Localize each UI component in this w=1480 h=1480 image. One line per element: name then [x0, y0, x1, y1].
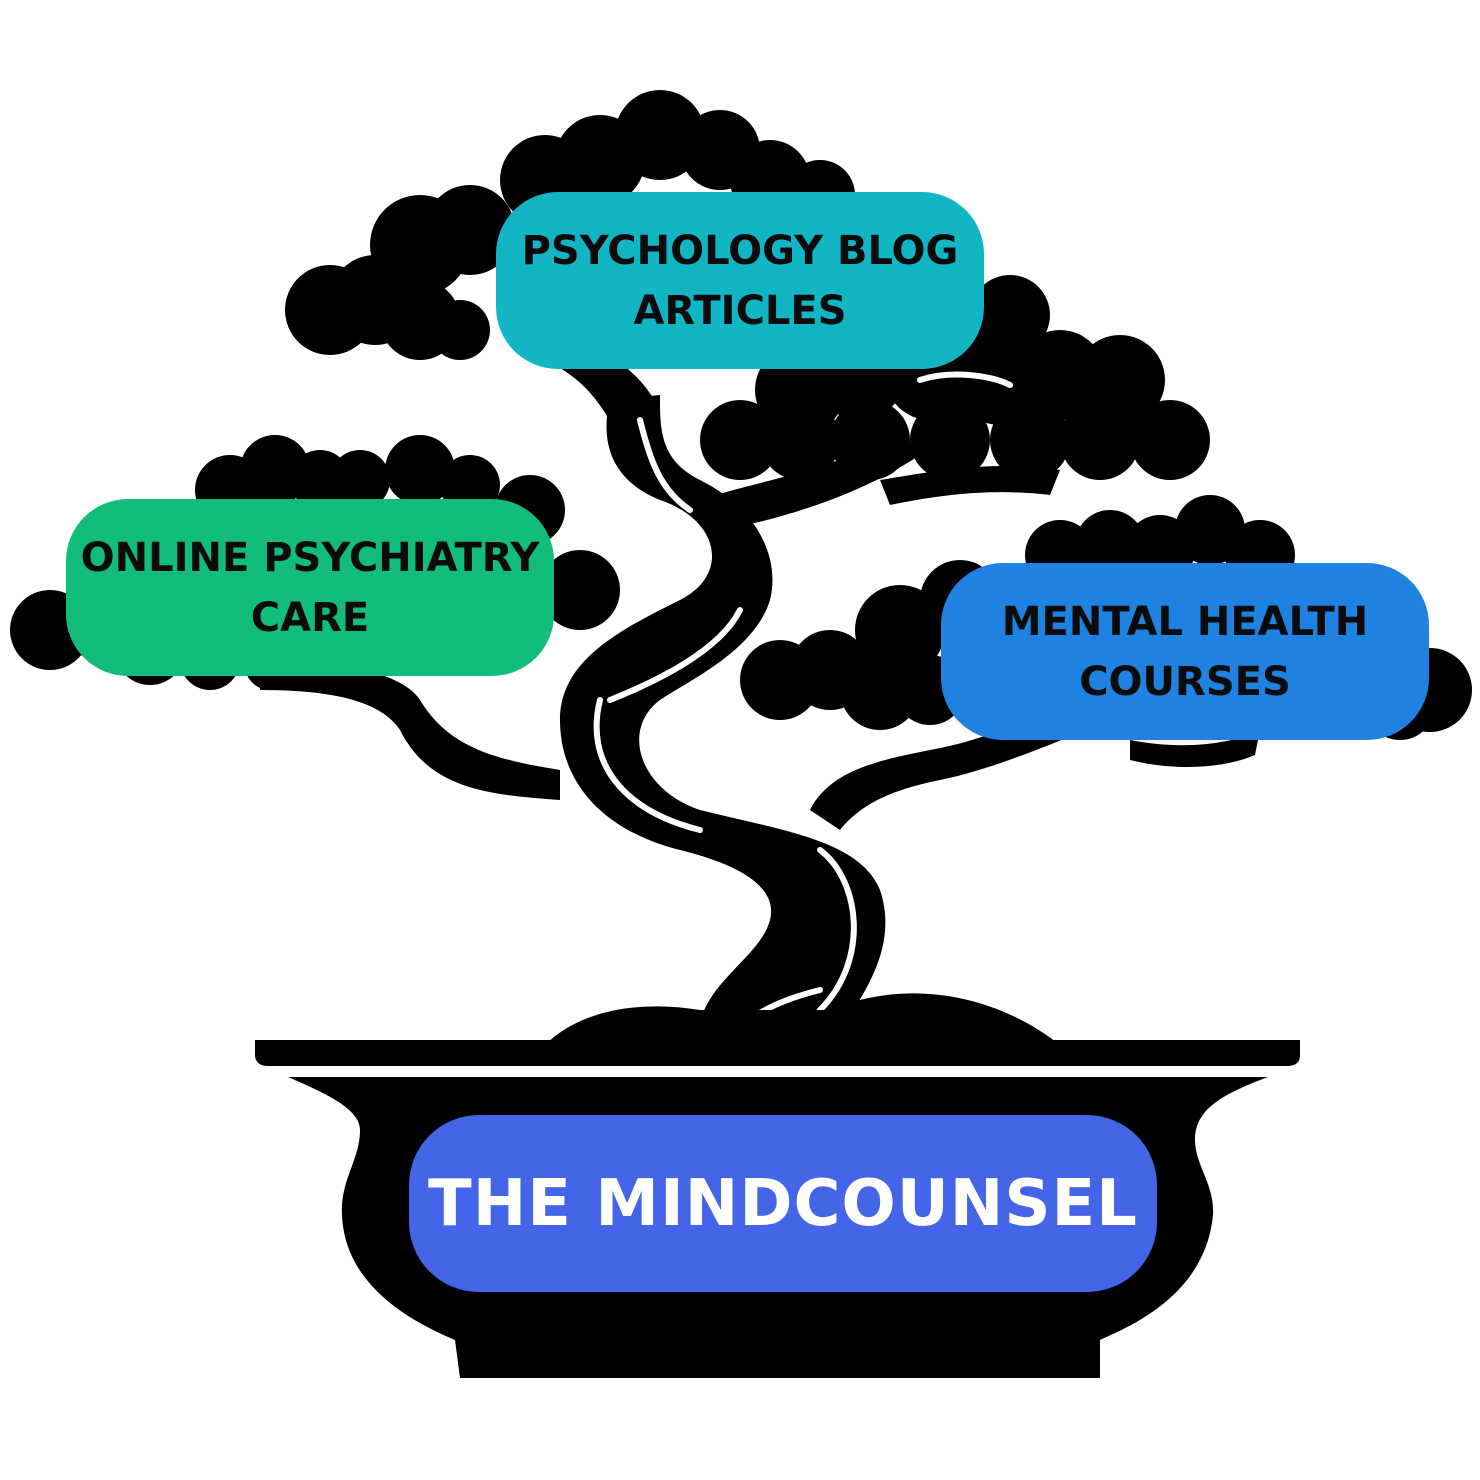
brand-name-box[interactable]: THE MINDCOUNSEL — [409, 1115, 1157, 1292]
online-psychiatry-care-box[interactable]: ONLINE PSYCHIATRY CARE — [66, 499, 554, 676]
mental-health-courses-box[interactable]: MENTAL HEALTH COURSES — [941, 563, 1429, 740]
courses-label-line1: MENTAL HEALTH — [1001, 598, 1369, 645]
blog-label-line2: ARTICLES — [633, 287, 847, 334]
courses-label-line2: COURSES — [1079, 658, 1291, 705]
care-label-line2: CARE — [250, 594, 370, 641]
roots — [545, 993, 1060, 1045]
psychology-blog-articles-box[interactable]: PSYCHOLOGY BLOG ARTICLES — [496, 192, 984, 369]
care-label-line1: ONLINE PSYCHIATRY — [80, 534, 540, 581]
brand-name: THE MINDCOUNSEL — [428, 1166, 1138, 1241]
blog-label-line1: PSYCHOLOGY BLOG — [521, 227, 959, 274]
